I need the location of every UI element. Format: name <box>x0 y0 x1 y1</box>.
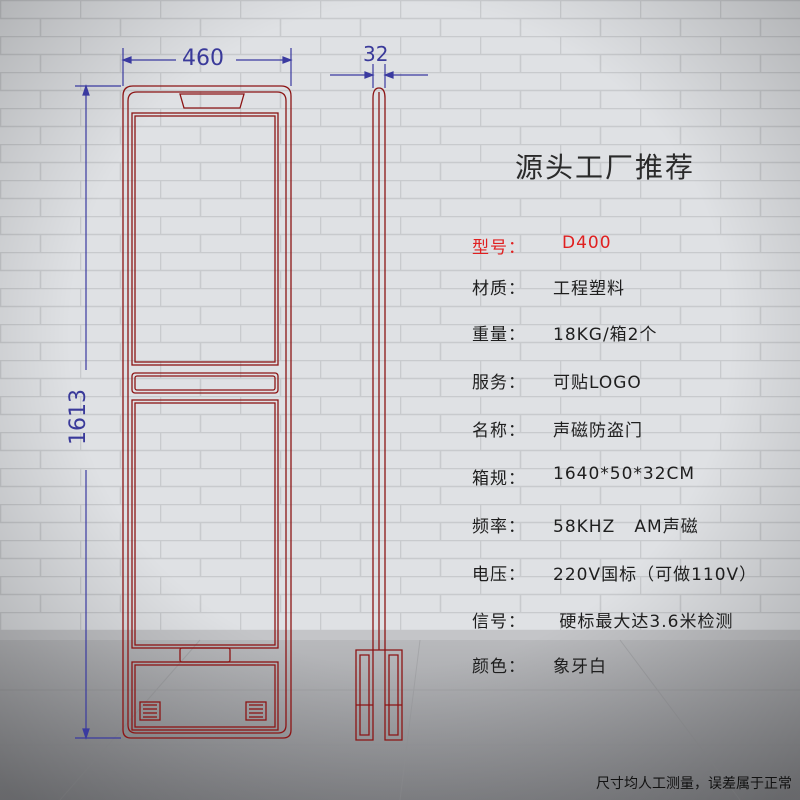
spec-label: 材质： <box>472 279 526 299</box>
spec-label: 频率： <box>472 517 526 537</box>
spec-label: 重量： <box>472 325 526 345</box>
spec-label: 电压： <box>472 565 526 585</box>
gate-side-view <box>355 87 403 741</box>
spec-value: 220V国标（可做110V） <box>553 565 758 585</box>
spec-value: 18KG/箱2个 <box>553 325 658 345</box>
spec-label: 服务： <box>472 373 526 393</box>
spec-label: 箱规： <box>472 469 526 489</box>
spec-value: D400 <box>562 233 612 253</box>
gate-front-view <box>122 85 292 739</box>
spec-label: 信号： <box>472 612 526 632</box>
height-dimension-label: 1613 <box>66 389 91 445</box>
spec-label: 颜色： <box>472 657 526 677</box>
width-dimension-label: 460 <box>182 46 224 71</box>
spec-value: 58KHZ AM声磁 <box>553 517 699 537</box>
spec-value: 工程塑料 <box>553 279 625 299</box>
measurement-note: 尺寸均人工测量，误差属于正常 <box>596 776 792 792</box>
spec-value: 象牙白 <box>553 657 607 677</box>
spec-value: 硬标最大达3.6米检测 <box>553 612 734 632</box>
thickness-dimension-label: 32 <box>363 42 389 66</box>
spec-value: 可贴LOGO <box>553 373 642 393</box>
spec-value: 1640*50*32CM <box>553 464 696 484</box>
spec-label: 名称： <box>472 421 526 441</box>
spec-title: 源头工厂推荐 <box>515 151 696 184</box>
spec-value: 声磁防盗门 <box>553 421 643 441</box>
dimension-lines <box>75 48 428 740</box>
spec-label: 型号： <box>472 238 526 258</box>
